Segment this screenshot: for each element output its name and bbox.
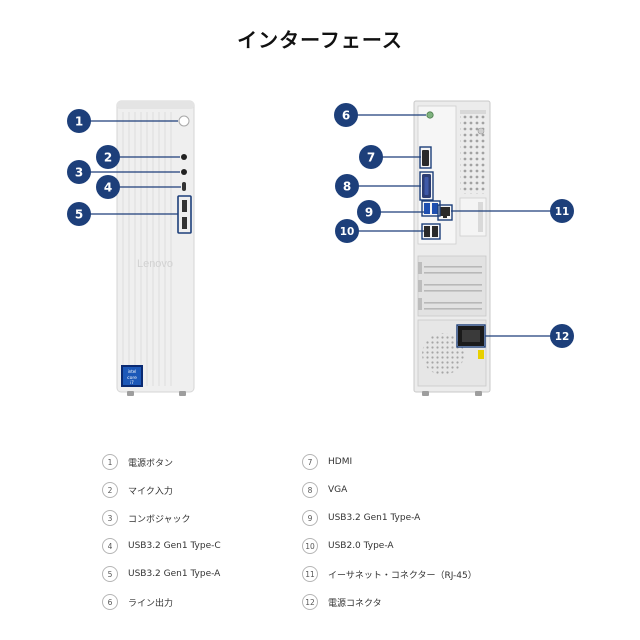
callout-9: 9: [357, 200, 381, 224]
svg-text:5: 5: [75, 208, 83, 222]
mic-jack: [181, 154, 187, 160]
svg-text:9: 9: [365, 206, 373, 220]
svg-text:intel: intel: [128, 369, 137, 374]
callout-11: 11: [550, 199, 574, 223]
interface-diagram: Lenovo intel core i7 1 2 3 4 5: [67, 100, 574, 396]
svg-text:10: 10: [340, 226, 355, 238]
callout-12: 12: [550, 324, 574, 348]
usb2-rear-port: [432, 226, 438, 237]
svg-text:core: core: [127, 375, 137, 381]
usb-a-front-port: [182, 217, 187, 229]
svg-text:i7: i7: [130, 380, 134, 385]
callout-8: 8: [335, 174, 359, 198]
svg-text:1: 1: [75, 115, 83, 129]
callout-5: 5: [67, 202, 91, 226]
power-connector: [458, 326, 484, 359]
front-tower: [116, 100, 195, 396]
combo-jack: [181, 169, 187, 175]
front-brand-logo: Lenovo: [137, 258, 173, 270]
usb-c-port: [182, 182, 186, 191]
callout-2: 2: [96, 145, 120, 169]
line-out-jack: [426, 111, 434, 119]
svg-text:11: 11: [555, 206, 570, 218]
svg-text:7: 7: [367, 151, 375, 165]
svg-text:3: 3: [75, 166, 83, 180]
power-button: [178, 115, 190, 127]
callout-1: 1: [67, 109, 91, 133]
hdmi-port: [422, 150, 429, 166]
svg-text:12: 12: [555, 331, 570, 343]
ethernet-port: [440, 207, 450, 216]
svg-text:4: 4: [104, 181, 112, 195]
page-title: インターフェース: [237, 28, 403, 52]
callout-3: 3: [67, 160, 91, 184]
usb3-rear-port: [424, 203, 430, 214]
svg-text:6: 6: [342, 109, 350, 123]
callout-4: 4: [96, 175, 120, 199]
callout-10: 10: [335, 219, 359, 243]
svg-text:2: 2: [104, 151, 112, 165]
callout-6: 6: [334, 103, 358, 127]
usb-a-front-port: [182, 200, 187, 212]
usb3-rear-port: [432, 203, 438, 214]
svg-text:8: 8: [343, 180, 351, 194]
callout-7: 7: [359, 145, 383, 169]
usb2-rear-port: [424, 226, 430, 237]
intel-badge: intel core i7: [121, 365, 143, 387]
